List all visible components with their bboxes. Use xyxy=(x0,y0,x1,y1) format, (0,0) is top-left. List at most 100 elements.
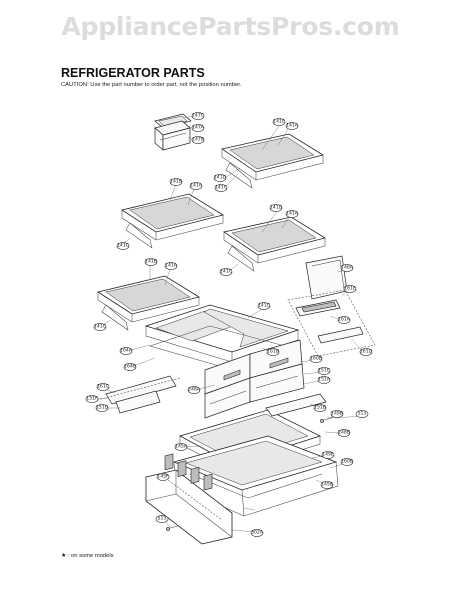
svg-text:141A: 141A xyxy=(165,263,178,269)
svg-text:161C: 161C xyxy=(97,384,109,390)
callout-141A[interactable]: 141A xyxy=(189,182,203,190)
crisper-shelf-assembly[interactable] xyxy=(144,304,305,419)
left-rail[interactable] xyxy=(89,375,181,414)
svg-text:141A: 141A xyxy=(190,183,203,189)
svg-text:161A: 161A xyxy=(338,317,351,323)
callout-161A[interactable]: 161A xyxy=(337,316,351,324)
svg-text:248B: 248B xyxy=(338,430,350,436)
svg-text:160B: 160B xyxy=(310,356,322,362)
callout-141E[interactable]: 141E xyxy=(272,118,286,126)
callout-248A[interactable]: 248A xyxy=(187,386,201,394)
callout-141A[interactable]: 141A xyxy=(164,262,178,270)
callout-161C[interactable]: 161C xyxy=(96,383,110,391)
svg-text:145B: 145B xyxy=(321,482,333,488)
callout-164A[interactable]: 164A xyxy=(119,347,133,355)
callout-141D[interactable]: 141D xyxy=(213,174,227,182)
callout-labels: 147C 147A 147B 141E 141A 141D 141C 141B … xyxy=(85,112,373,537)
callout-160B[interactable]: 160B xyxy=(309,355,323,363)
callout-513[interactable]: 513 xyxy=(355,410,369,418)
svg-text:164A: 164A xyxy=(120,348,133,354)
svg-text:513: 513 xyxy=(358,411,367,417)
svg-text:151D: 151D xyxy=(96,405,109,411)
svg-text:141C: 141C xyxy=(220,269,232,275)
svg-text:141A: 141A xyxy=(286,211,299,217)
svg-text:164B: 164B xyxy=(124,364,136,370)
shelf-left-upper[interactable] xyxy=(120,193,225,249)
egg-tray[interactable] xyxy=(154,113,192,151)
caution-note: CAUTION: Use the part number to order pa… xyxy=(61,82,242,88)
svg-text:141D: 141D xyxy=(270,205,283,211)
svg-text:147A: 147A xyxy=(192,125,205,131)
svg-text:151B: 151B xyxy=(314,405,326,411)
callout-141C[interactable]: 141C xyxy=(214,184,228,192)
callout-141A[interactable]: 141A xyxy=(285,122,299,130)
shelf-top-right[interactable] xyxy=(221,133,325,189)
callout-161E[interactable]: 161E xyxy=(343,285,357,293)
svg-text:141C: 141C xyxy=(117,243,129,249)
callout-248B[interactable]: 248B xyxy=(337,429,351,437)
svg-text:141D: 141D xyxy=(214,175,227,181)
callout-147B[interactable]: 147B xyxy=(191,136,205,144)
callout-149B[interactable]: 149B xyxy=(330,410,344,418)
cover-panel[interactable] xyxy=(305,255,348,300)
svg-text:151F: 151F xyxy=(86,396,98,402)
callout-141C[interactable]: 141C xyxy=(116,242,130,250)
svg-text:151A: 151A xyxy=(318,377,331,383)
callout-145B[interactable]: 145B xyxy=(320,481,334,489)
side-rail-assembly[interactable] xyxy=(287,289,376,357)
svg-text:145A: 145A xyxy=(175,444,188,450)
svg-text:161D: 161D xyxy=(360,349,373,355)
svg-text:149E: 149E xyxy=(322,452,334,458)
callout-151C[interactable]: 151C xyxy=(317,367,331,375)
callout-146A[interactable]: 146A xyxy=(340,264,354,272)
svg-text:145F: 145F xyxy=(157,474,169,480)
callout-145A[interactable]: 145A xyxy=(174,443,188,451)
callout-151F[interactable]: 151F xyxy=(85,395,99,403)
svg-text:161B: 161B xyxy=(267,349,279,355)
svg-text:151C: 151C xyxy=(318,368,330,374)
callout-151B[interactable]: 151B xyxy=(313,404,327,412)
svg-text:149B: 149B xyxy=(331,411,343,417)
callout-145F[interactable]: 145F xyxy=(156,473,170,481)
callout-147C[interactable]: 147C xyxy=(191,112,205,120)
svg-text:141C: 141C xyxy=(215,185,227,191)
shelf-right-middle[interactable] xyxy=(223,216,327,272)
callout-141C[interactable]: 141C xyxy=(219,268,233,276)
bottom-cover[interactable] xyxy=(145,453,233,545)
svg-text:141B: 141B xyxy=(145,259,157,265)
callout-161D[interactable]: 161D xyxy=(359,348,373,356)
svg-text:141C: 141C xyxy=(258,303,270,309)
svg-text:302A: 302A xyxy=(251,530,264,536)
callout-141D[interactable]: 141D xyxy=(269,204,283,212)
callout-141B[interactable]: 141B xyxy=(144,258,158,266)
callout-151D[interactable]: 151D xyxy=(95,404,109,412)
svg-text:161E: 161E xyxy=(344,286,356,292)
svg-text:160B: 160B xyxy=(341,459,353,465)
footnote: ★ : on some models xyxy=(61,553,114,559)
callout-164B[interactable]: 164B xyxy=(123,363,137,371)
svg-text:513: 513 xyxy=(158,516,167,522)
page-title: REFRIGERATOR PARTS xyxy=(61,66,205,80)
shelf-left-lower[interactable] xyxy=(96,275,201,331)
svg-text:141B: 141B xyxy=(170,179,182,185)
callout-513[interactable]: 513 xyxy=(155,515,169,523)
callout-160B[interactable]: 160B xyxy=(340,458,354,466)
callout-147A[interactable]: 147A xyxy=(191,124,205,132)
callout-149E[interactable]: 149E xyxy=(321,451,335,459)
callout-141A[interactable]: 141A xyxy=(285,210,299,218)
svg-text:141A: 141A xyxy=(286,123,299,129)
callout-141B[interactable]: 141B xyxy=(169,178,183,186)
svg-text:248A: 248A xyxy=(188,387,201,393)
screw-icon xyxy=(166,416,335,531)
svg-text:147C: 147C xyxy=(192,113,204,119)
callout-141C[interactable]: 141C xyxy=(257,302,271,310)
callout-141C[interactable]: 141C xyxy=(93,323,107,331)
bottom-drawer[interactable] xyxy=(172,435,339,517)
callout-161B[interactable]: 161B xyxy=(266,348,280,356)
svg-text:141C: 141C xyxy=(94,324,106,330)
svg-text:141E: 141E xyxy=(273,119,285,125)
callout-151A[interactable]: 151A xyxy=(317,376,331,384)
watermark: AppliancePartsPros.com xyxy=(61,12,400,41)
callout-302A[interactable]: 302A xyxy=(250,529,264,537)
